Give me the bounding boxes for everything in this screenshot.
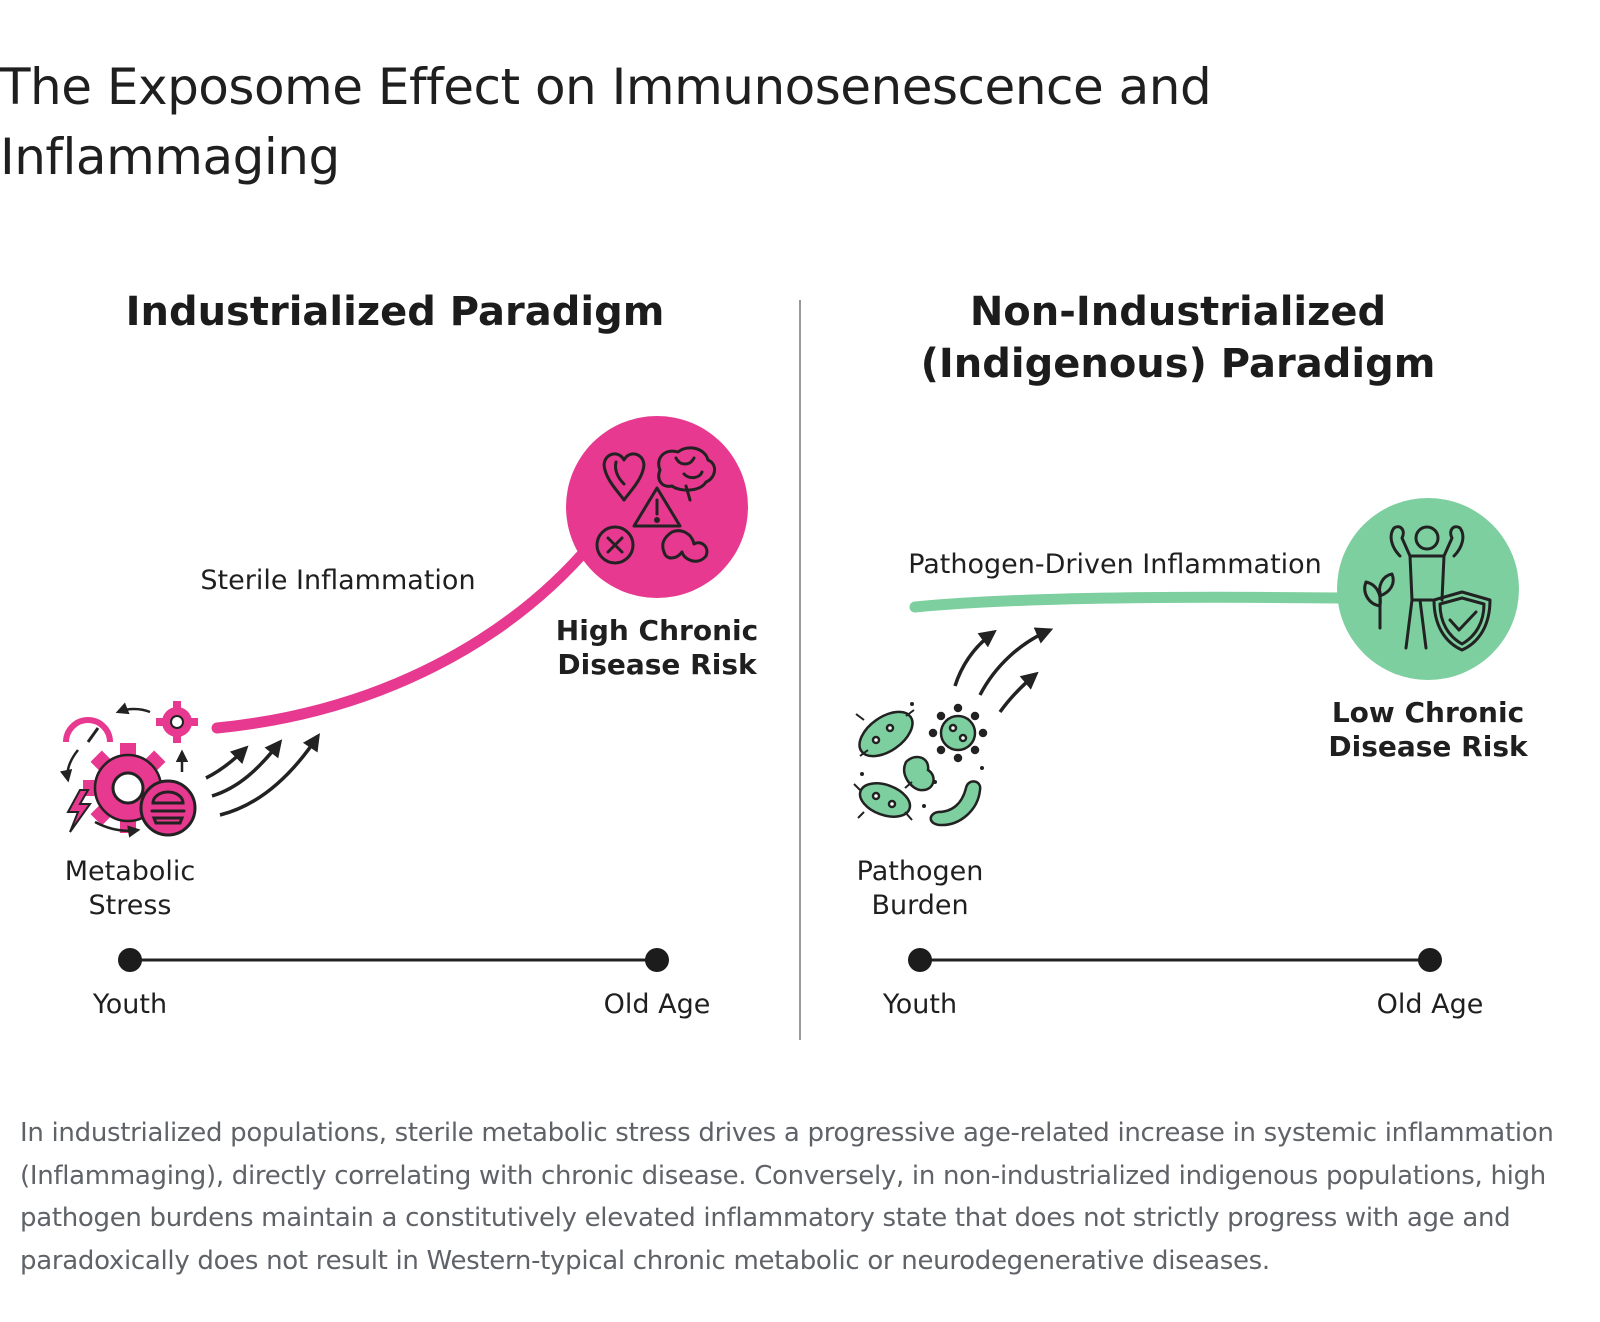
left-axis-youth-dot xyxy=(118,948,142,972)
pathogens-icon xyxy=(853,702,988,827)
low-risk-label: Low Chronic Disease Risk xyxy=(1328,696,1528,763)
sterile-inflammation-curve xyxy=(211,537,598,734)
metabolic-stress-label: Metabolic Stress xyxy=(64,856,196,921)
pathogen-burden-label: Pathogen Burden xyxy=(856,856,984,921)
left-upward-arrows xyxy=(205,733,320,817)
pathogen-inflammation-label: Pathogen-Driven Inflammation xyxy=(908,549,1322,580)
right-upward-arrows xyxy=(953,627,1054,714)
page-title: The Exposome Effect on Immunosenescence … xyxy=(0,58,1212,186)
right-axis-oldage-label: Old Age xyxy=(1376,989,1484,1020)
high-risk-label: High Chronic Disease Risk xyxy=(555,614,759,681)
right-axis-youth-dot xyxy=(908,948,932,972)
left-axis-oldage-label: Old Age xyxy=(603,989,711,1020)
right-axis-oldage-dot xyxy=(1418,948,1442,972)
metabolic-stress-icon xyxy=(59,701,198,838)
chronic-disease-icon xyxy=(566,416,748,598)
left-axis-youth-label: Youth xyxy=(92,989,168,1020)
left-axis-oldage-dot xyxy=(645,948,669,972)
paradigm-comparison-figure: Industrialized Paradigm Non-Industrializ… xyxy=(0,250,1600,1070)
right-axis-youth-label: Youth xyxy=(882,989,958,1020)
sterile-inflammation-label: Sterile Inflammation xyxy=(200,565,476,596)
pathogen-inflammation-line xyxy=(909,591,1346,613)
left-panel-title: Industrialized Paradigm xyxy=(125,289,665,335)
diagram-canvas xyxy=(59,300,1519,1040)
figure-caption: In industrialized populations, sterile m… xyxy=(20,1118,1554,1276)
healthy-person-shield-icon xyxy=(1337,498,1519,680)
right-panel-title: Non-Industrialized (Indigenous) Paradigm xyxy=(920,289,1436,387)
